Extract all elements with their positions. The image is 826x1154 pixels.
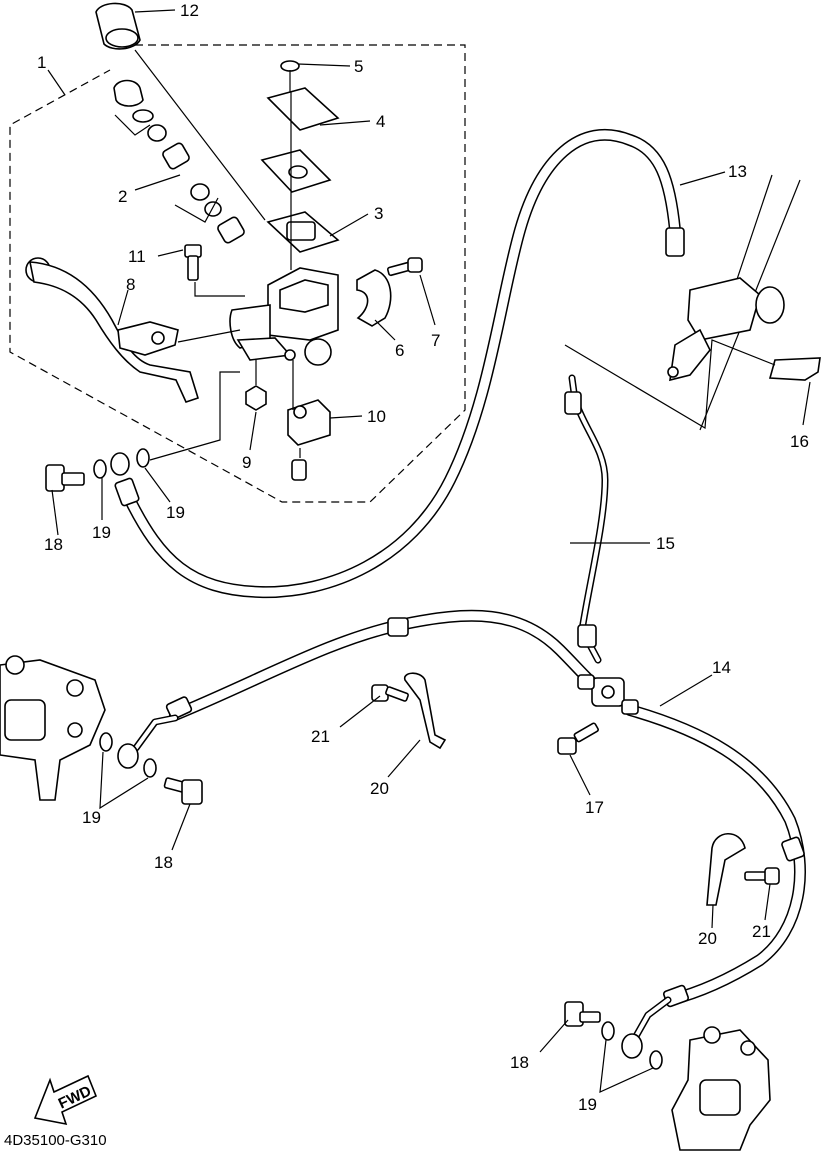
callout-20-b: 20: [698, 929, 717, 948]
clamp-6: [356, 269, 392, 327]
brake-pipe-15: [564, 374, 609, 664]
leader-lines: [47, 9, 811, 1093]
diaphragm-3: [266, 211, 340, 253]
callout-19-d: 19: [578, 1095, 597, 1114]
banjo-bolt-left-lower: [99, 732, 203, 805]
callout-21-b: 21: [752, 922, 771, 941]
callout-13: 13: [728, 162, 747, 181]
callout-19-b: 19: [166, 503, 185, 522]
callout-15: 15: [656, 534, 675, 553]
callout-4: 4: [376, 112, 385, 131]
callout-5: 5: [354, 57, 363, 76]
caliper-left: [0, 655, 106, 801]
callout-14: 14: [712, 658, 731, 677]
dust-boot-12: [95, 2, 141, 50]
callout-19-c: 19: [82, 808, 101, 827]
diaphragm-holder: [260, 149, 332, 193]
master-cylinder-body: [229, 267, 339, 366]
callout-17: 17: [585, 798, 604, 817]
banjo-bolt-right-lower: [564, 1001, 663, 1070]
callout-6: 6: [395, 341, 404, 360]
screw-5: [280, 60, 300, 92]
callout-18-c: 18: [510, 1053, 529, 1072]
handlebar-bracket: [667, 174, 801, 431]
callout-8: 8: [126, 275, 135, 294]
callout-10: 10: [367, 407, 386, 426]
callout-12: 12: [180, 1, 199, 20]
piston-kit-2: [113, 79, 245, 244]
callout-7: 7: [431, 331, 440, 350]
hose-fittings: [114, 227, 805, 1042]
bolt-7: [386, 257, 423, 277]
brake-lever-8: [25, 257, 199, 403]
callout-20-a: 20: [370, 779, 389, 798]
callout-18-a: 18: [44, 535, 63, 554]
fwd-arrow: FWD: [33, 1074, 98, 1126]
assembly-boundary: [9, 44, 466, 503]
callout-16: 16: [790, 432, 809, 451]
callout-3: 3: [374, 204, 383, 223]
brake-hose-13: [124, 129, 681, 599]
brake-hose-14: [169, 609, 806, 1006]
callout-21-a: 21: [311, 727, 330, 746]
callout-19-a: 19: [92, 523, 111, 542]
callout-11: 11: [128, 247, 146, 266]
callout-1: 1: [37, 53, 46, 72]
bolt-17: [557, 722, 599, 755]
hose-joint: [577, 674, 639, 715]
callout-2: 2: [118, 187, 127, 206]
banjo-bolt-left-upper: [45, 448, 150, 492]
nut-9: [245, 385, 267, 411]
hose-bracket-20-middle: [371, 672, 447, 750]
hose-clip-16: [768, 357, 821, 381]
pivot-bolt-11: [184, 244, 202, 281]
brake-switch-10: [287, 399, 331, 481]
reservoir-cap-4: [266, 87, 340, 131]
diagram-code: 4D35100-G310: [4, 1132, 107, 1149]
caliper-right: [671, 1026, 771, 1151]
callout-18-b: 18: [154, 853, 173, 872]
callout-9: 9: [242, 453, 251, 472]
callout-labels: 12 1 5 4 2 3 11 8 6 7 10 9 13 16 15 14 1…: [4, 1, 809, 1149]
hose-bracket-20-right: [706, 832, 780, 906]
